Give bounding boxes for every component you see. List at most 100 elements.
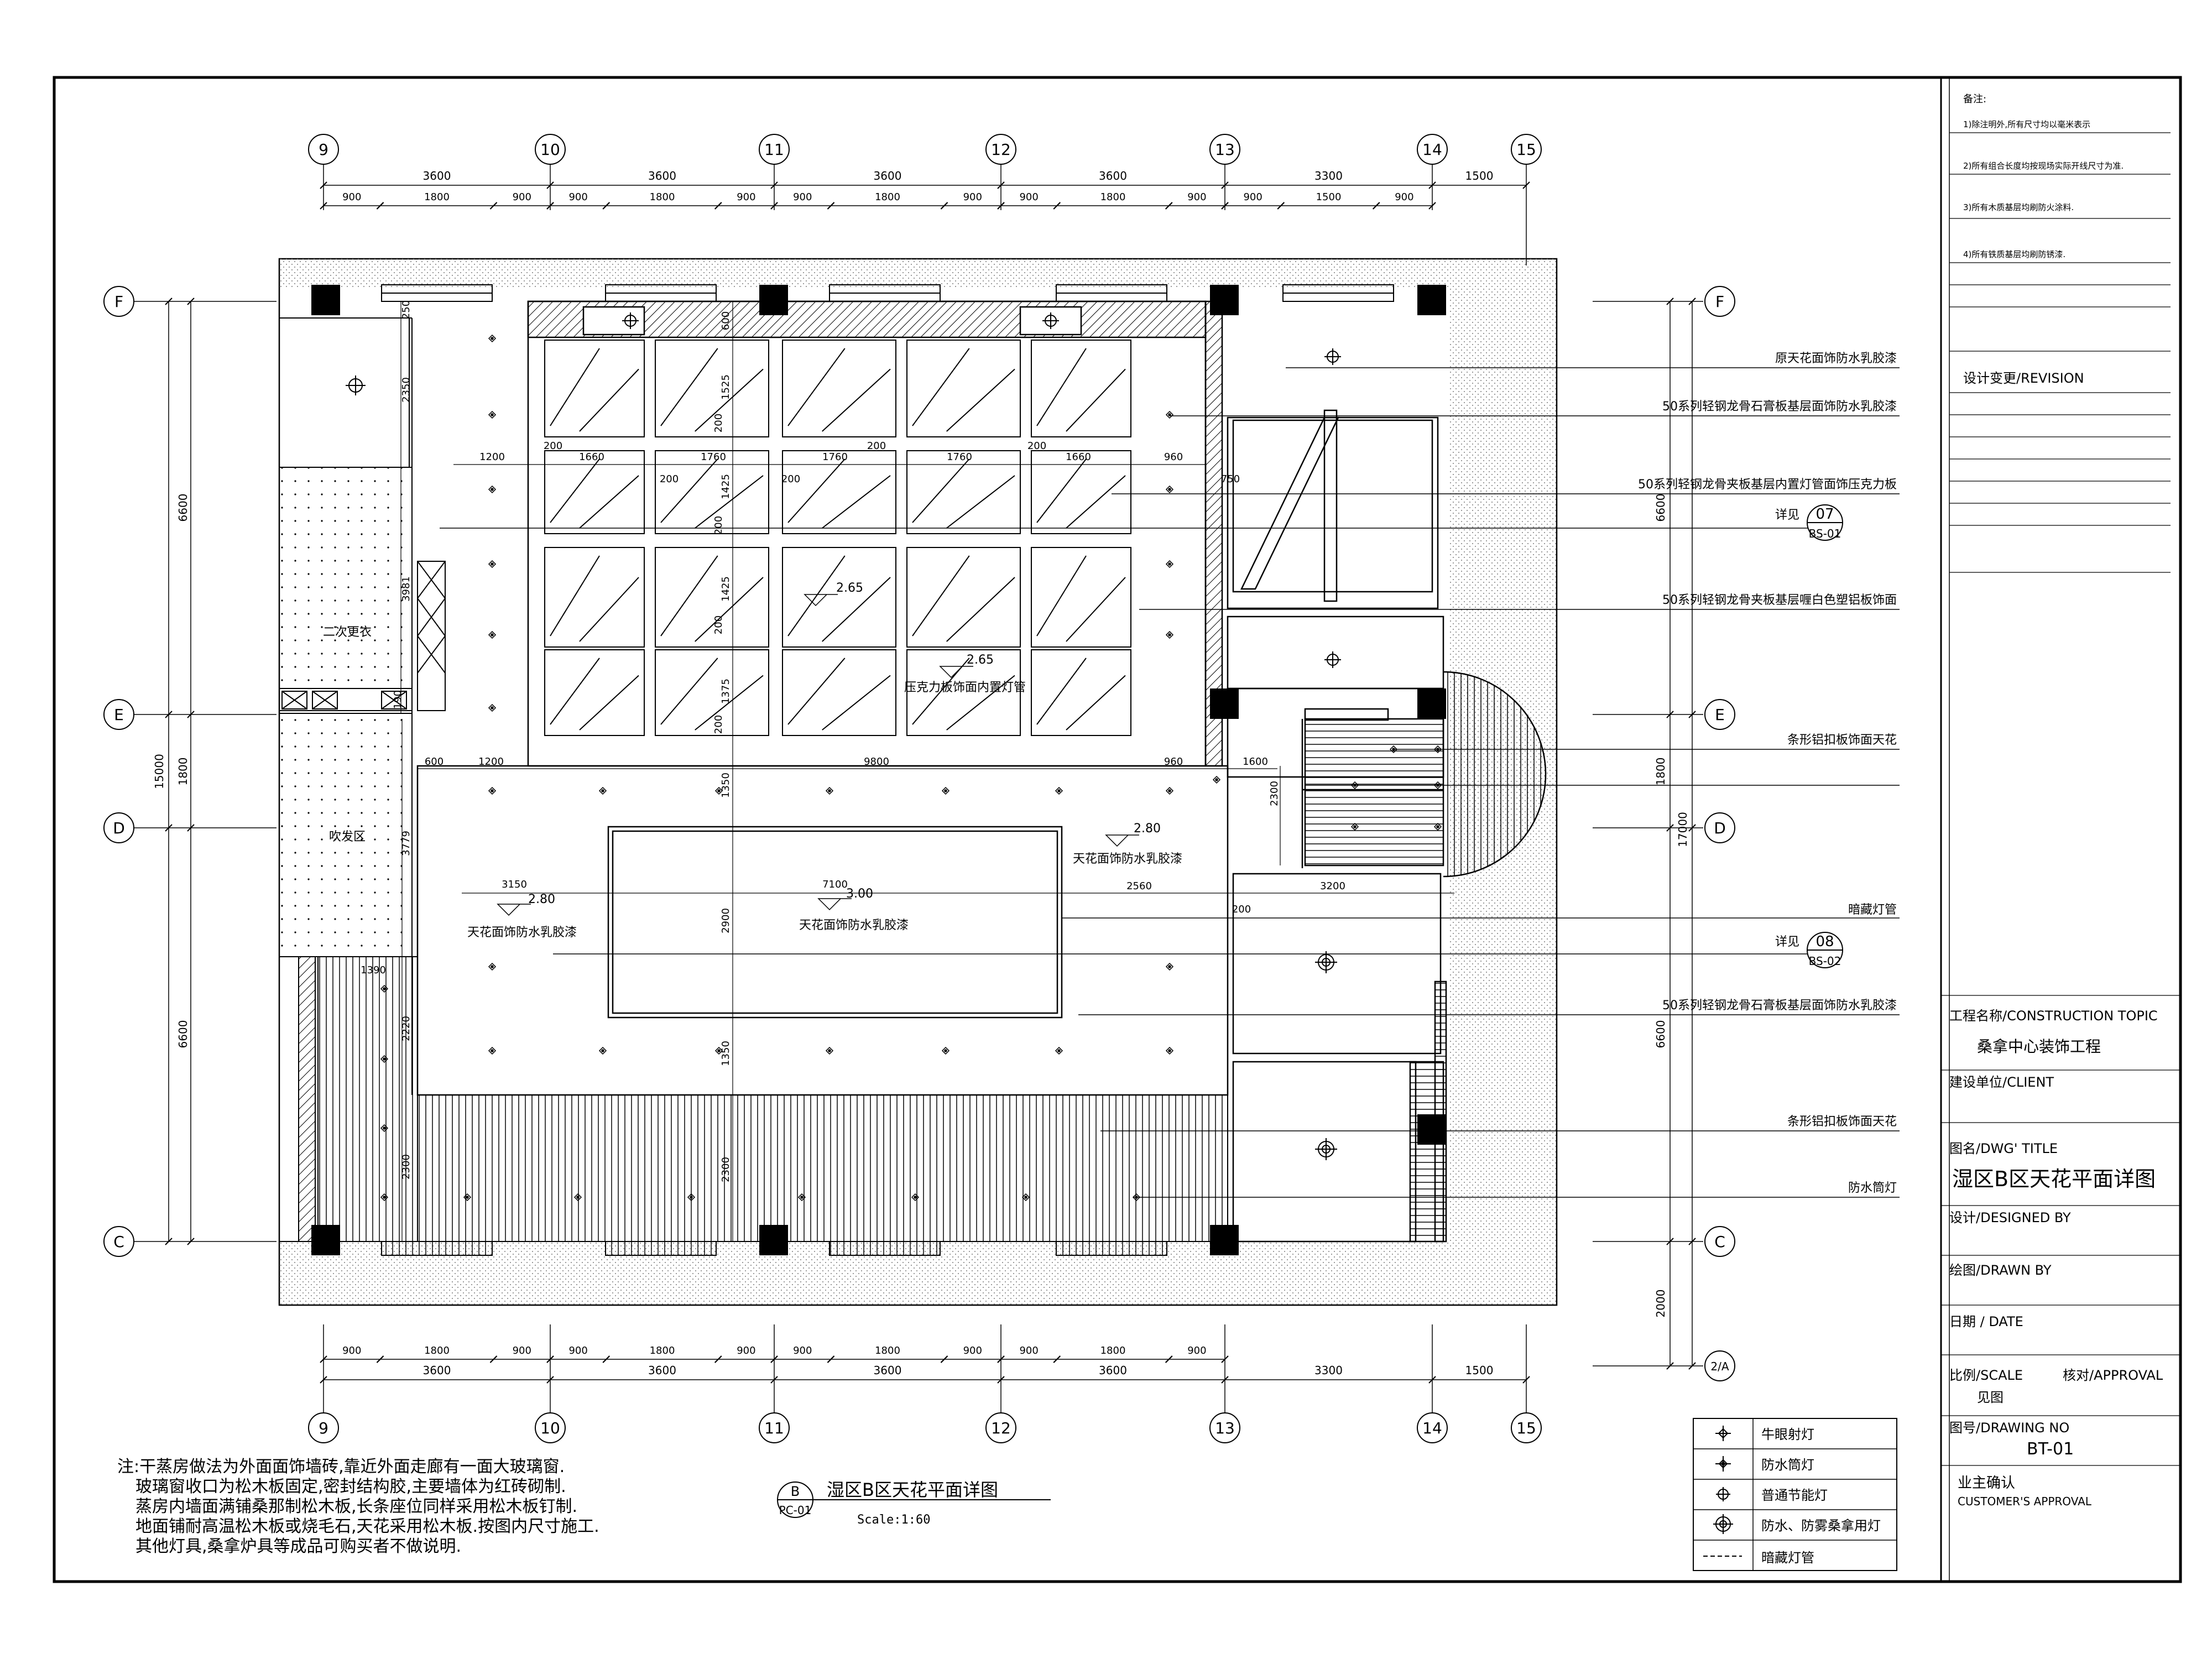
svg-text:9: 9 (319, 140, 328, 159)
svg-text:200: 200 (867, 440, 886, 452)
svg-text:2.65: 2.65 (836, 581, 863, 595)
left-rooms (279, 317, 446, 1242)
svg-text:2560: 2560 (1126, 880, 1152, 892)
svg-text:3981: 3981 (400, 576, 412, 602)
acrylic-panel (655, 547, 769, 648)
svg-text:1760: 1760 (701, 451, 726, 463)
spotlight-fixture (598, 1046, 607, 1055)
acrylic-panel (1031, 450, 1131, 534)
svg-text:2220: 2220 (400, 1016, 412, 1041)
callout-label: 原天花面饰防水乳胶漆 (1775, 352, 1897, 366)
svg-text:14: 14 (1422, 1419, 1442, 1437)
svg-text:1350: 1350 (720, 773, 732, 798)
dim-bottom-minor: 900 (793, 1345, 812, 1357)
spotlight-fixture (380, 1055, 389, 1063)
acrylic-panel (906, 547, 1021, 648)
svg-text:200: 200 (544, 440, 562, 452)
svg-text:天花面饰防水乳胶漆: 天花面饰防水乳胶漆 (467, 926, 577, 940)
detail-ref-08-num: 08 (1815, 933, 1834, 950)
energy-saving-lamp-icon (1716, 1487, 1730, 1501)
dim-bottom-minor: 900 (963, 1345, 982, 1357)
spotlight-fixture (488, 962, 497, 971)
remark-2: 2)所有组合长度均按现场实际开线尺寸为准. (1963, 161, 2124, 171)
svg-text:天花面饰防水乳胶漆: 天花面饰防水乳胶漆 (799, 919, 909, 932)
title-value: 湿区B区天花平面详图 (1952, 1167, 2156, 1191)
acrylic-panel (655, 340, 769, 437)
dim-right-seg2: 1800 (1654, 758, 1667, 786)
dim-top-major: 3600 (874, 169, 902, 182)
svg-text:1425: 1425 (720, 576, 732, 602)
detail-ref-07-sheet: BS-01 (1809, 527, 1841, 540)
detail-ref-07-num: 07 (1815, 506, 1834, 523)
spotlight-fixture (488, 560, 497, 568)
svg-text:1200: 1200 (478, 756, 504, 768)
svg-text:1375: 1375 (720, 679, 732, 704)
acrylic-panel (782, 340, 896, 437)
spotlight-fixture (1165, 962, 1174, 971)
svg-text:1525: 1525 (720, 374, 732, 400)
drawing-no-value: BT-01 (2027, 1439, 2074, 1459)
dimension-ticks (165, 181, 1696, 1384)
dim-top-minor: 900 (1187, 191, 1206, 203)
svg-text:200: 200 (1027, 440, 1046, 452)
svg-text:2300: 2300 (400, 1154, 412, 1180)
dim-top-minor: 900 (737, 191, 755, 203)
bottom-windows (381, 1241, 1167, 1256)
grid-bubble-bottom-10: 10 (535, 1412, 566, 1443)
callout-texts: 原天花面饰防水乳胶漆50系列轻钢龙骨石膏板基层面饰防水乳胶漆50系列轻钢龙骨夹板… (1638, 352, 1897, 1195)
spotlight-fixture (1350, 822, 1359, 831)
scale-label: 比例/SCALE (1949, 1368, 2023, 1383)
title-circle-letter: B (791, 1484, 800, 1499)
dim-bottom-major: 3600 (648, 1364, 676, 1377)
svg-text:200: 200 (1232, 904, 1251, 915)
svg-text:2350: 2350 (400, 377, 412, 403)
svg-text:2/A: 2/A (1710, 1360, 1729, 1373)
dim-left-seg2: 1800 (176, 758, 190, 786)
scale-value: 见图 (1977, 1390, 2004, 1405)
acrylic-panel (544, 450, 645, 534)
spotlight-fixture (488, 1046, 497, 1055)
detail-refs: 详见 07 BS-01 详见 08 BS-02 (1775, 504, 1843, 968)
spotlight-fixture (1165, 1046, 1174, 1055)
grid-bubble-top-12: 12 (985, 134, 1016, 165)
spotlight-fixture (941, 1046, 950, 1055)
spotlight-fixture (463, 1193, 472, 1202)
spotlight-fixture (941, 786, 950, 795)
downlight-fixtures (380, 334, 1442, 1202)
dim-top-major: 3600 (648, 169, 676, 182)
note-line-5: 其他灯具,桑拿炉具等成品可购买者不做说明. (135, 1537, 461, 1556)
dim-left-seg1: 6600 (176, 494, 190, 522)
svg-text:200: 200 (713, 715, 724, 734)
waterproof-downlight-icon (1715, 1456, 1731, 1472)
detail-ref-08-prefix: 详见 (1775, 935, 1799, 949)
title-label: 图名/DWG' TITLE (1949, 1141, 2058, 1156)
svg-text:15: 15 (1516, 140, 1536, 159)
sheet-border (53, 76, 2182, 1583)
dim-top-minor: 900 (1019, 191, 1038, 203)
acrylic-panel (544, 547, 645, 648)
dim-right-seg3: 6600 (1654, 1020, 1667, 1048)
svg-text:600: 600 (720, 311, 732, 330)
spotlight-fixture (488, 630, 497, 639)
svg-text:D: D (113, 819, 125, 837)
title-block: 备注: 1)除注明外,所有尺寸均以毫米表示 2)所有组合长度均按现场实际开线尺寸… (1941, 93, 2180, 1508)
svg-text:9: 9 (319, 1419, 328, 1437)
svg-text:11: 11 (764, 140, 784, 159)
acrylic-panel (782, 547, 896, 648)
grid-bubble-right-extra: 2/A (1704, 1350, 1735, 1381)
spotlight-fixture (1165, 485, 1174, 494)
dim-bottom-major: 3600 (423, 1364, 451, 1377)
svg-text:200: 200 (713, 516, 724, 535)
callout-label: 条形铝扣板饰面天花 (1787, 733, 1897, 747)
spotlight-fixture (687, 1193, 696, 1202)
svg-text:12: 12 (991, 1419, 1011, 1437)
lighting-legend: 牛眼射灯 防水筒灯 普通节能灯 防水、防雾桑拿用灯 暗藏灯管 (1693, 1418, 1897, 1571)
svg-text:1425: 1425 (720, 474, 732, 499)
svg-text:13: 13 (1215, 1419, 1235, 1437)
svg-text:250: 250 (400, 300, 412, 319)
grid-bubble-right-D: D (1704, 812, 1735, 843)
grid-bubble-bottom-13: 13 (1209, 1412, 1240, 1443)
svg-text:1760: 1760 (947, 451, 972, 463)
dim-top-minor: 900 (342, 191, 361, 203)
